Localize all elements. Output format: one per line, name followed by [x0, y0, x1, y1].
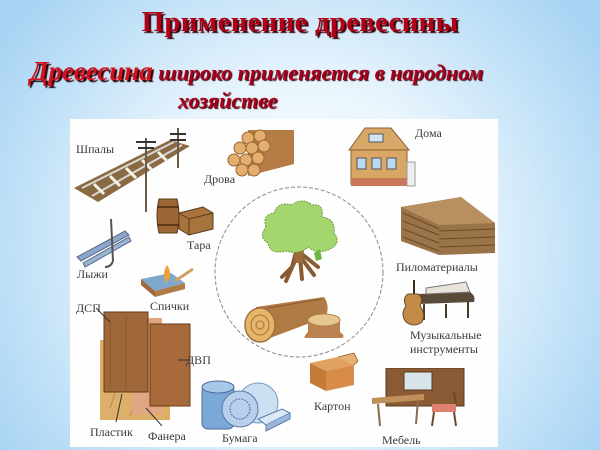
- label-bumaga: Бумага: [222, 431, 258, 445]
- railroad-sleepers-icon: [74, 128, 196, 212]
- lumber-stack-icon: [399, 195, 498, 257]
- label-muz-2: инструменты: [410, 342, 478, 356]
- musical-instruments-icon: [396, 280, 478, 330]
- label-karton: Картон: [314, 399, 351, 413]
- subtitle-line1: широко применяется в народном: [152, 60, 484, 85]
- label-fanera: Фанера: [148, 429, 186, 443]
- subtitle-accent: Древесина: [30, 56, 153, 86]
- house-icon: [345, 122, 417, 192]
- label-pilomaterialy: Пиломатериалы: [396, 260, 478, 274]
- tree-icon: [256, 197, 346, 287]
- firewood-icon: [226, 126, 298, 178]
- label-spichki: Спички: [150, 299, 190, 313]
- furniture-icon: [372, 368, 468, 428]
- illustration-panel: Шпалы Дрова Дома: [70, 119, 498, 447]
- label-doma: Дома: [415, 126, 442, 140]
- slide-subtitle: Древесина широко применяется в народном …: [30, 56, 590, 113]
- label-shpaly: Шпалы: [76, 142, 115, 156]
- paper-icon: [200, 379, 292, 433]
- stump-icon: [302, 310, 346, 340]
- label-drova: Дрова: [204, 172, 236, 186]
- label-mebel: Мебель: [382, 433, 421, 447]
- log-icon: [242, 295, 332, 345]
- slide-title: Применение древесины: [141, 6, 459, 38]
- skis-icon: [75, 217, 135, 269]
- center-circle: [213, 185, 385, 359]
- label-tara: Тара: [187, 238, 211, 252]
- label-dsp: ДСП: [76, 301, 101, 315]
- matches-icon: [139, 265, 195, 299]
- label-muz-1: Музыкальные: [410, 328, 482, 342]
- board-panels-icon: [96, 308, 192, 426]
- label-plastik: Пластик: [90, 425, 133, 439]
- label-lyzhi: Лыжи: [77, 267, 108, 281]
- cardboard-box-icon: [308, 353, 360, 393]
- subtitle-line2: хозяйстве: [178, 88, 278, 113]
- barrel-crate-icon: [155, 195, 215, 237]
- label-dvp: ДВП: [186, 353, 211, 367]
